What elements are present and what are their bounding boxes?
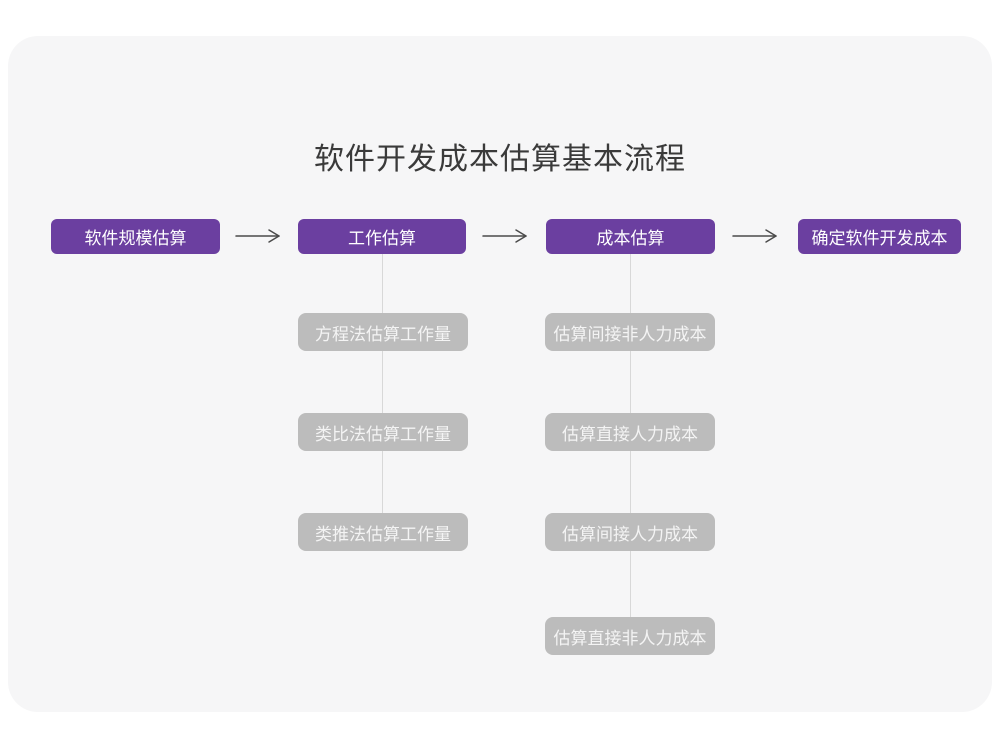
- arrow-right-icon: [482, 229, 527, 243]
- flow-node-final-cost: 确定软件开发成本: [798, 219, 961, 254]
- connector-line-work: [382, 254, 383, 514]
- flow-node-work-estimation: 工作估算: [298, 219, 466, 254]
- flow-node-label: 确定软件开发成本: [811, 229, 948, 248]
- flow-subnode-indirect-labor-cost: 估算间接人力成本: [545, 513, 715, 551]
- flow-subnode-direct-nonlabor-cost: 估算直接非人力成本: [545, 617, 715, 655]
- flow-node-label: 工作估算: [348, 229, 416, 248]
- flow-subnode-direct-labor-cost: 估算直接人力成本: [545, 413, 715, 451]
- flow-subnode-label: 类推法估算工作量: [315, 524, 451, 544]
- flow-subnode-equation-method: 方程法估算工作量: [298, 313, 468, 351]
- page-title: 软件开发成本估算基本流程: [314, 143, 686, 176]
- flow-subnode-label: 估算直接非人力成本: [553, 628, 707, 648]
- flow-subnode-label: 类比法估算工作量: [315, 424, 451, 444]
- flow-subnode-label: 估算直接人力成本: [562, 424, 698, 444]
- flow-subnode-extrapolation-method: 类推法估算工作量: [298, 513, 468, 551]
- flow-node-label: 成本估算: [596, 229, 665, 248]
- flow-subnode-analogy-method: 类比法估算工作量: [298, 413, 468, 451]
- flow-subnode-label: 方程法估算工作量: [315, 324, 451, 344]
- arrow-right-icon: [235, 229, 280, 243]
- flow-node-cost-estimation: 成本估算: [546, 219, 715, 254]
- arrow-right-icon: [732, 229, 777, 243]
- flow-subnode-label: 估算间接人力成本: [562, 524, 698, 544]
- flow-subnode-indirect-nonlabor-cost: 估算间接非人力成本: [545, 313, 715, 351]
- flow-node-scale-estimation: 软件规模估算: [51, 219, 220, 254]
- flow-node-label: 软件规模估算: [84, 229, 187, 248]
- diagram-card: 软件开发成本估算基本流程 软件规模估算 工作估算 成本估算 确定软件开发成本: [8, 36, 992, 712]
- flow-subnode-label: 估算间接非人力成本: [553, 324, 707, 344]
